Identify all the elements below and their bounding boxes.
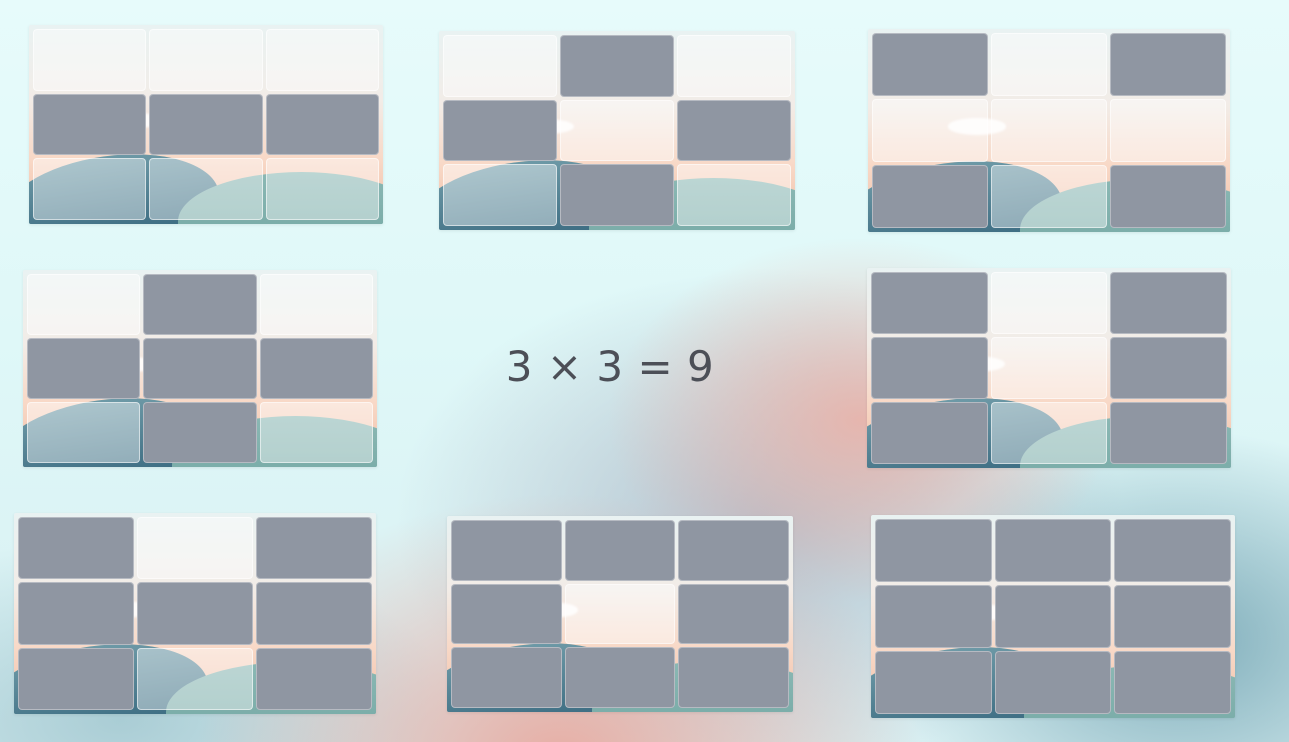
covered-tile[interactable] [137,582,253,645]
revealed-tile[interactable] [137,647,253,710]
revealed-tile[interactable] [677,164,791,226]
revealed-tile[interactable] [149,158,263,220]
revealed-tile[interactable] [677,35,791,97]
covered-tile[interactable] [564,520,676,581]
covered-tile[interactable] [1110,337,1227,399]
covered-tile[interactable] [443,99,557,162]
revealed-tile[interactable] [990,402,1108,464]
covered-tile[interactable] [265,93,379,156]
tile-grid [875,519,1231,714]
covered-tile[interactable] [143,402,257,463]
tile-grid-panel[interactable] [867,268,1231,468]
revealed-tile[interactable] [33,158,147,220]
revealed-tile[interactable] [33,29,147,91]
tile-grid [451,520,789,708]
covered-tile[interactable] [143,274,257,335]
tile-grid [27,274,373,463]
covered-tile[interactable] [871,337,988,399]
revealed-tile[interactable] [137,517,253,580]
revealed-tile[interactable] [259,402,373,463]
covered-tile[interactable] [1110,33,1226,96]
covered-tile[interactable] [875,519,992,582]
revealed-tile[interactable] [149,29,263,91]
revealed-tile[interactable] [27,402,141,463]
covered-tile[interactable] [259,338,373,399]
revealed-tile[interactable] [991,165,1107,228]
covered-tile[interactable] [256,517,372,580]
covered-tile[interactable] [33,93,147,156]
covered-tile[interactable] [994,651,1112,714]
equation-label: 3 × 3 = 9 [505,342,715,391]
tile-grid [443,35,791,226]
covered-tile[interactable] [1110,402,1227,464]
revealed-tile[interactable] [1110,99,1226,162]
revealed-tile[interactable] [990,272,1108,334]
covered-tile[interactable] [451,647,562,708]
covered-tile[interactable] [678,583,789,645]
covered-tile[interactable] [994,585,1112,648]
tile-grid [33,29,379,220]
tile-grid [872,33,1226,228]
covered-tile[interactable] [143,338,257,399]
tile-grid-panel[interactable] [23,270,377,467]
covered-tile[interactable] [18,517,134,580]
tile-grid [871,272,1227,464]
tile-grid-panel[interactable] [447,516,793,712]
covered-tile[interactable] [560,35,674,97]
covered-tile[interactable] [872,165,988,228]
revealed-tile[interactable] [872,99,988,162]
revealed-tile[interactable] [27,274,141,335]
covered-tile[interactable] [872,33,988,96]
revealed-tile[interactable] [443,35,557,97]
covered-tile[interactable] [256,647,372,710]
covered-tile[interactable] [1114,519,1231,582]
covered-tile[interactable] [564,647,676,708]
covered-tile[interactable] [875,651,992,714]
covered-tile[interactable] [18,647,134,710]
tile-grid-panel[interactable] [868,29,1230,232]
covered-tile[interactable] [1110,165,1226,228]
revealed-tile[interactable] [564,583,676,645]
revealed-tile[interactable] [259,274,373,335]
revealed-tile[interactable] [991,33,1107,96]
revealed-tile[interactable] [265,158,379,220]
covered-tile[interactable] [875,585,992,648]
tile-grid-panel[interactable] [14,513,376,714]
covered-tile[interactable] [677,99,791,162]
covered-tile[interactable] [1114,651,1231,714]
covered-tile[interactable] [27,338,141,399]
covered-tile[interactable] [149,93,263,156]
covered-tile[interactable] [560,164,674,226]
covered-tile[interactable] [871,272,988,334]
covered-tile[interactable] [256,582,372,645]
revealed-tile[interactable] [991,99,1107,162]
covered-tile[interactable] [1110,272,1227,334]
covered-tile[interactable] [18,582,134,645]
covered-tile[interactable] [871,402,988,464]
covered-tile[interactable] [451,583,562,645]
covered-tile[interactable] [1114,585,1231,648]
tile-grid [18,517,372,710]
revealed-tile[interactable] [560,99,674,162]
tile-grid-panel[interactable] [29,25,383,224]
tile-grid-panel[interactable] [439,31,795,230]
covered-tile[interactable] [678,647,789,708]
tile-grid-panel[interactable] [871,515,1235,718]
covered-tile[interactable] [678,520,789,581]
covered-tile[interactable] [994,519,1112,582]
revealed-tile[interactable] [265,29,379,91]
revealed-tile[interactable] [443,164,557,226]
revealed-tile[interactable] [990,337,1108,399]
covered-tile[interactable] [451,520,562,581]
